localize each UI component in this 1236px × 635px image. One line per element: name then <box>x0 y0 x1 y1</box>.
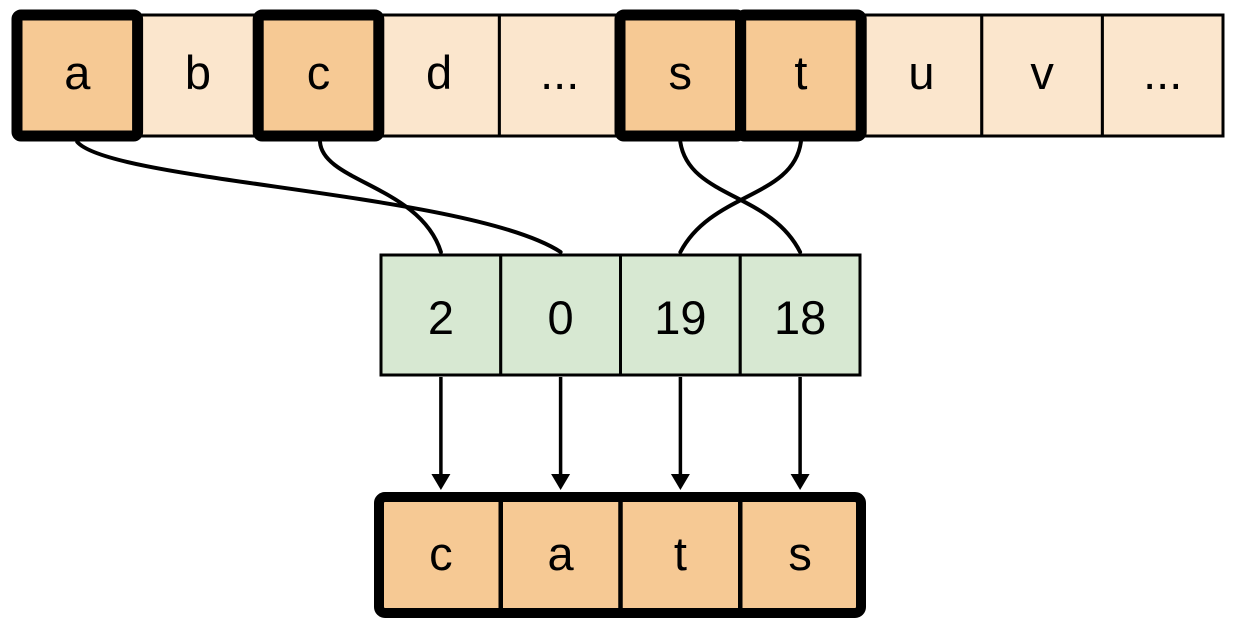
index-cell-value: 0 <box>548 291 574 344</box>
alphabet-cell-v-box <box>980 13 1104 138</box>
index-cell-2-box <box>379 253 503 377</box>
curve-s-to-18 <box>678 140 803 254</box>
output-cell-label: s <box>788 527 812 580</box>
index-cell-19: 19 <box>619 253 742 377</box>
alphabet-cell-ellipsis-2: ... <box>1100 13 1225 138</box>
alphabet-cell-label: c <box>307 46 331 99</box>
output-cell-c: c <box>429 527 453 580</box>
alphabet-cell-d: d <box>377 13 501 138</box>
alphabet-cell-b: b <box>136 13 260 138</box>
index-row: 2 0 19 18 <box>379 253 862 377</box>
index-cell-0: 0 <box>499 253 622 377</box>
curve-a-to-0 <box>75 140 563 254</box>
alphabet-cell-label: s <box>669 46 693 99</box>
alphabet-cell-t: t <box>739 13 863 138</box>
arrow-down-1 <box>431 377 451 490</box>
alphabet-row: a b c d ... s t u <box>11 9 1225 142</box>
alphabet-cell-label: t <box>794 46 807 99</box>
arrowhead-icon <box>790 474 810 490</box>
down-arrows <box>431 377 810 490</box>
highlight-border-a <box>11 9 144 142</box>
arrowhead-icon <box>670 474 690 490</box>
index-cell-19-box <box>619 253 742 377</box>
alphabet-cell-label: d <box>426 46 452 99</box>
alphabet-cell-label: v <box>1030 46 1054 99</box>
alphabet-cell-label: u <box>908 46 934 99</box>
alphabet-cell-c: c <box>256 13 381 138</box>
alphabet-cell-ellipsis-2-box <box>1100 13 1225 138</box>
curve-t-to-19 <box>678 140 803 254</box>
output-cell-label: c <box>429 527 453 580</box>
arrow-down-4 <box>790 377 810 490</box>
output-cell-t: t <box>674 527 687 580</box>
alphabet-cell-u: u <box>859 13 984 138</box>
alphabet-cell-s: s <box>618 13 743 138</box>
highlight-border-t <box>735 9 867 142</box>
alphabet-cell-ellipsis-1-box <box>497 13 622 138</box>
alphabet-cell-label: ... <box>540 46 579 99</box>
alphabet-cell-b-box <box>136 13 260 138</box>
output-cell-label: t <box>674 527 687 580</box>
output-row: c a t s <box>374 492 866 618</box>
arrowhead-icon <box>431 474 451 490</box>
alphabet-cell-label: b <box>185 46 211 99</box>
alphabet-cell-v: v <box>980 13 1104 138</box>
arrowhead-icon <box>551 474 571 490</box>
arrow-down-2 <box>551 377 571 490</box>
index-cell-value: 19 <box>654 291 706 344</box>
arrow-down-3 <box>670 377 690 490</box>
alphabet-cell-a: a <box>15 13 140 138</box>
connector-curves <box>75 140 803 254</box>
alphabet-cell-label: ... <box>1143 46 1182 99</box>
highlight-border-c <box>252 9 385 142</box>
output-cell-s: s <box>788 527 812 580</box>
index-cell-2: 2 <box>379 253 503 377</box>
index-cell-value: 2 <box>428 291 454 344</box>
alphabet-cell-label: a <box>64 46 91 99</box>
alphabet-cell-ellipsis-1: ... <box>497 13 622 138</box>
output-cell-label: a <box>548 527 575 580</box>
index-cell-value: 18 <box>774 291 826 344</box>
output-cell-a: a <box>548 527 575 580</box>
index-cell-18-box <box>738 253 862 377</box>
curve-c-to-2 <box>318 140 443 254</box>
index-cell-18: 18 <box>738 253 862 377</box>
